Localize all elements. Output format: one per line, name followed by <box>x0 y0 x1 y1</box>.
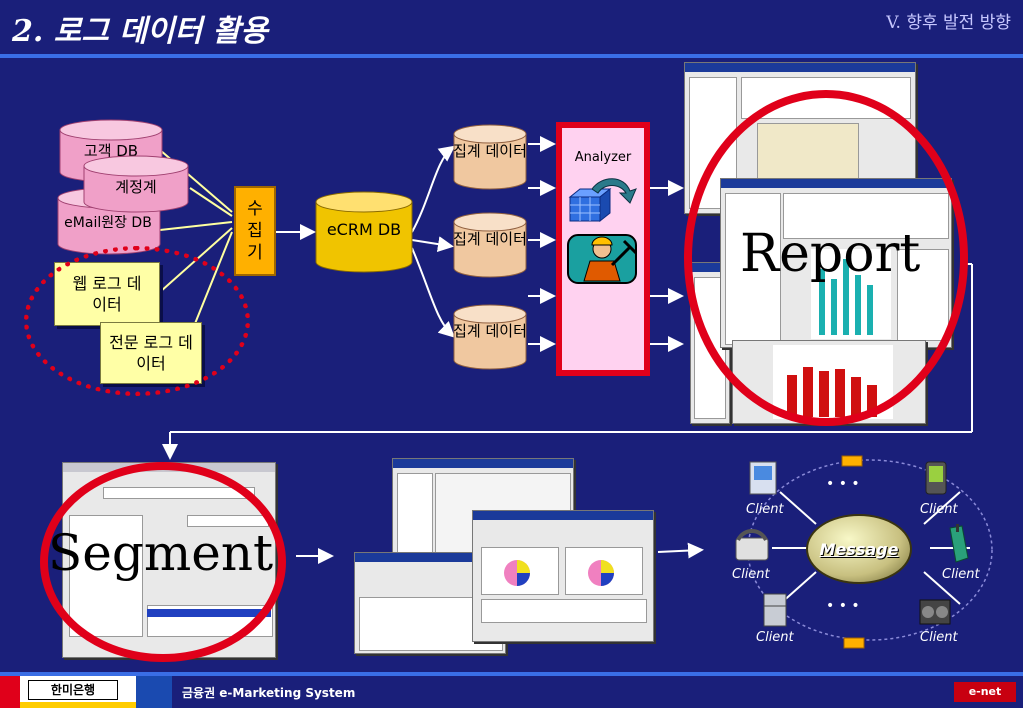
analyzer-illustration <box>567 178 638 284</box>
refrigerator-icon <box>763 593 787 627</box>
aggregate-cylinder-1 <box>453 124 527 190</box>
message-node: Message <box>806 514 912 584</box>
report-label: Report <box>740 224 921 284</box>
bottom-dots: • • • <box>826 598 860 614</box>
ecrm-db-cylinder <box>315 191 413 273</box>
client-label-top-right: Client <box>920 502 958 517</box>
segment-label: Segment <box>48 524 274 582</box>
account-db-cylinder <box>83 155 189 213</box>
miner-icon <box>567 234 638 284</box>
header-divider <box>0 54 1023 58</box>
log-data-highlight-ring <box>24 246 250 396</box>
customer-db-label: 고객 DB <box>83 142 139 160</box>
analyzer-box: Analyzer <box>556 122 650 376</box>
email-db-label: eMail원장 DB <box>64 215 152 231</box>
analyzer-label: Analyzer <box>574 150 632 165</box>
kiosk-icon <box>749 461 777 495</box>
account-db-label: 계정계 <box>115 178 157 196</box>
telephone-icon <box>735 529 769 561</box>
footer-divider <box>0 672 1023 676</box>
aggregate-cylinder-3 <box>453 304 527 370</box>
message-hub-diagram <box>747 455 993 649</box>
brand-logo: e-net <box>954 682 1016 702</box>
client-label-bottom-left: Client <box>756 630 794 645</box>
segment-highlight-ring <box>40 462 286 662</box>
page-title: 2. 로그 데이터 활용 <box>12 14 268 49</box>
collector-label: 수 집 기 <box>247 199 263 263</box>
data-cube-icon <box>568 187 612 223</box>
collector-box: 수 집 기 <box>234 186 276 276</box>
client-label-top-left: Client <box>746 502 784 517</box>
aggregate-label-3: 집계 데이터 <box>453 322 527 340</box>
rotate-arrow-icon <box>591 178 637 204</box>
footer: 한미은행 금융권 e-Marketing System e-net <box>0 676 1023 708</box>
section-label: V. 향후 발전 방향 <box>886 13 1011 33</box>
client-label-mid-right: Client <box>942 567 980 582</box>
message-label: Message <box>819 539 899 559</box>
aggregate-label-2: 집계 데이터 <box>453 230 527 248</box>
campaign-window-3 <box>472 510 654 642</box>
mobile-phone-icon <box>949 524 969 563</box>
footer-system-name: 금융권 e-Marketing System <box>182 686 356 700</box>
ecrm-db-label: eCRM DB <box>326 220 402 239</box>
report-highlight-ring <box>684 90 968 426</box>
aggregate-cylinder-2 <box>453 212 527 278</box>
client-label-mid-left: Client <box>732 567 770 582</box>
bank-logo: 한미은행 <box>28 680 118 700</box>
client-label-bottom-right: Client <box>920 630 958 645</box>
stereo-icon <box>919 599 951 625</box>
aggregate-label-1: 집계 데이터 <box>453 142 527 160</box>
pie-charts <box>504 560 614 586</box>
top-dots: • • • <box>826 476 860 492</box>
pda-icon <box>925 461 947 495</box>
